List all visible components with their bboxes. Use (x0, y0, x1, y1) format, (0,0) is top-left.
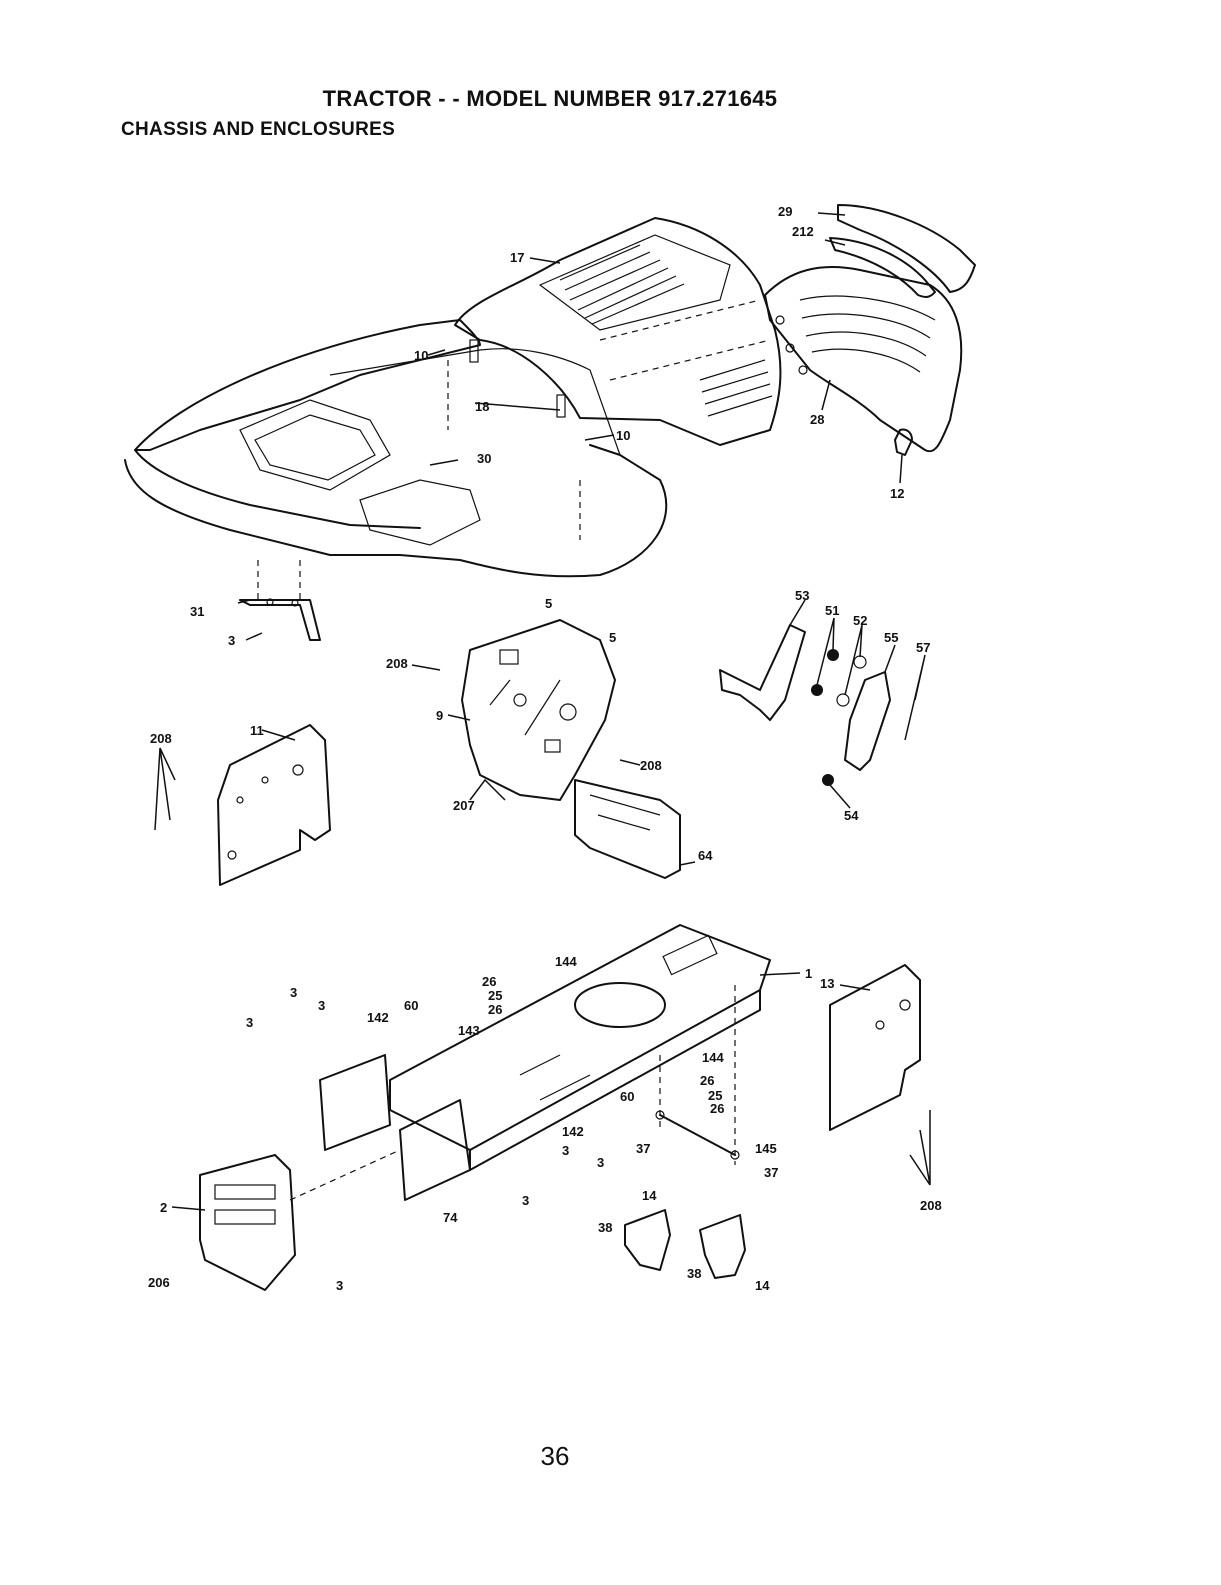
callout-10: 10 (414, 348, 428, 363)
callout-145: 145 (755, 1141, 777, 1156)
leader-lines (155, 213, 930, 1210)
callout-11: 11 (250, 723, 264, 738)
callout-2: 2 (160, 1200, 167, 1215)
bracket-38-left (625, 1210, 670, 1270)
panel-13-part (830, 965, 920, 1130)
callout-28: 28 (810, 412, 824, 427)
callout-143: 143 (458, 1023, 480, 1038)
callout-207: 207 (453, 798, 475, 813)
callout-208: 208 (640, 758, 662, 773)
callout-55: 55 (884, 630, 898, 645)
callout-60: 60 (620, 1089, 634, 1104)
callout-144: 144 (555, 954, 577, 969)
callout-52: 52 (853, 613, 867, 628)
grille-top-trim-part (830, 205, 975, 297)
callout-3: 3 (562, 1143, 569, 1158)
fender-part (125, 320, 666, 576)
callout-30: 30 (477, 451, 491, 466)
bracket-53-part (720, 625, 805, 720)
bracket-31-part (240, 599, 320, 640)
page-number: 36 (0, 1441, 1110, 1472)
callout-212: 212 (792, 224, 814, 239)
bracket-38-right (700, 1215, 745, 1278)
callout-53: 53 (795, 588, 809, 603)
callout-64: 64 (698, 848, 713, 863)
plate-55-part (845, 672, 890, 770)
side-panel-11-part (218, 725, 330, 885)
callout-208: 208 (150, 731, 172, 746)
callout-37: 37 (636, 1141, 650, 1156)
callout-3: 3 (290, 985, 297, 1000)
dash-panel-part (462, 620, 615, 800)
callout-26: 26 (482, 974, 496, 989)
frame-side-plate-right (400, 1100, 470, 1200)
hood-latch-part (895, 429, 912, 455)
callout-37: 37 (764, 1165, 778, 1180)
callout-13: 13 (820, 976, 834, 991)
callout-208: 208 (920, 1198, 942, 1213)
callout-18: 18 (475, 399, 489, 414)
callout-3: 3 (228, 633, 235, 648)
callout-25: 25 (488, 988, 502, 1003)
callout-51: 51 (825, 603, 839, 618)
callout-142: 142 (562, 1124, 584, 1139)
callout-3: 3 (336, 1278, 343, 1293)
hood-part (455, 218, 780, 445)
panel-64-part (575, 780, 680, 878)
callout-5: 5 (545, 596, 552, 611)
callout-142: 142 (367, 1010, 389, 1025)
callout-144: 144 (702, 1050, 724, 1065)
callout-60: 60 (404, 998, 418, 1013)
callout-14: 14 (642, 1188, 657, 1203)
callout-54: 54 (844, 808, 859, 823)
callout-206: 206 (148, 1275, 170, 1290)
front-bracket-part (200, 1155, 295, 1290)
callout-26: 26 (700, 1073, 714, 1088)
callout-26: 26 (710, 1101, 724, 1116)
callout-10: 10 (616, 428, 630, 443)
callout-31: 31 (190, 604, 204, 619)
callout-57: 57 (916, 640, 930, 655)
callout-3: 3 (522, 1193, 529, 1208)
callout-5: 5 (609, 630, 616, 645)
frame-side-plate-left (320, 1055, 390, 1150)
callout-3: 3 (246, 1015, 253, 1030)
callout-38: 38 (598, 1220, 612, 1235)
callout-9: 9 (436, 708, 443, 723)
callout-38: 38 (687, 1266, 701, 1281)
callout-17: 17 (510, 250, 524, 265)
rod-145-part (656, 1111, 739, 1159)
callout-29: 29 (778, 204, 792, 219)
callout-3: 3 (318, 998, 325, 1013)
callout-26: 26 (488, 1002, 502, 1017)
callout-14: 14 (755, 1278, 770, 1293)
callout-208: 208 (386, 656, 408, 671)
callout-74: 74 (443, 1210, 458, 1225)
callout-12: 12 (890, 486, 904, 501)
hardware-51-52 (811, 649, 866, 786)
callout-3: 3 (597, 1155, 604, 1170)
callout-1: 1 (805, 966, 812, 981)
